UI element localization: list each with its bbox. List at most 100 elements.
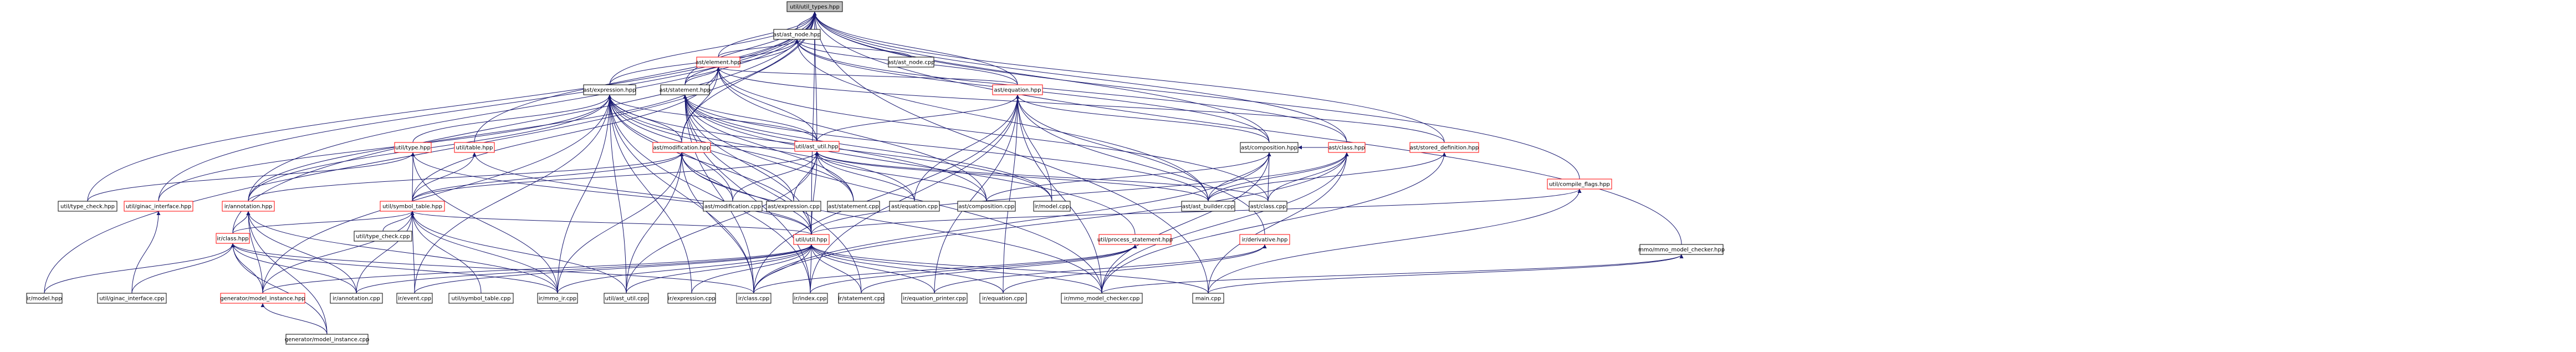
node-expression-cpp[interactable]: ast/expression.cpp [766, 201, 821, 212]
node-ast-node-cpp[interactable]: ast/ast_node.cpp [887, 57, 935, 68]
node-label: util/type_check.hpp [60, 204, 115, 210]
edge-statement_ir_cpp-to-process_statement_hpp [861, 244, 1137, 294]
node-label: util/util_types.hpp [790, 4, 840, 11]
node-annotation-cpp[interactable]: ir/annotation.cpp [330, 293, 383, 304]
edge-util_hpp-to-type_hpp [411, 152, 812, 235]
node-expression-ir-cpp[interactable]: ir/expression.cpp [667, 293, 716, 304]
node-class-hpp[interactable]: ast/class.hpp [1328, 142, 1366, 153]
node-ast-builder-cpp[interactable]: ast/ast_builder.cpp [1181, 201, 1235, 212]
edge-ast_node_cpp-to-ast_node_hpp [795, 39, 912, 58]
edge-statement_cpp-to-expression_hpp [607, 94, 854, 202]
node-label: util/process_statement.hpp [1097, 237, 1173, 243]
node-model-instance-cpp[interactable]: generator/model_instance.cpp [285, 334, 370, 345]
node-label: util/type_check.cpp [356, 234, 410, 240]
node-ast-class-cpp[interactable]: ast/class.cpp [1249, 201, 1287, 212]
node-equation-cpp[interactable]: ast/equation.cpp [889, 201, 940, 212]
node-equation-hpp[interactable]: ast/equation.hpp [992, 84, 1043, 95]
node-composition-cpp[interactable]: ast/composition.cpp [957, 201, 1016, 212]
node-statement-hpp[interactable]: ast/statement.hpp [660, 84, 711, 95]
node-equation-ir-cpp[interactable]: ir/equation.cpp [979, 293, 1027, 304]
edge-process_statement_hpp-to-statement_hpp [683, 94, 1136, 235]
edge-expression_ir_cpp-to-expression_hpp [607, 94, 692, 294]
node-box [838, 293, 885, 304]
node-type-hpp[interactable]: util/type.hpp [394, 142, 432, 153]
node-compile-flags-hpp[interactable]: util/compile_flags.hpp [1547, 178, 1612, 190]
node-mmo-ir-cpp[interactable]: ir/mmo_ir.cpp [537, 293, 578, 304]
node-symbol-table-cpp[interactable]: util/symbol_table.cpp [448, 293, 514, 304]
edge-main_cpp-to-root [812, 11, 1209, 294]
node-modification-cpp[interactable]: ast/modification.cpp [703, 201, 763, 212]
node-element-hpp[interactable]: ast/element.hpp [696, 57, 741, 68]
node-type-check-hpp[interactable]: util/type_check.hpp [58, 201, 117, 212]
edge-model_instance_hpp-to-expression_hpp [262, 94, 612, 294]
edge-mmo_model_checker_hpp-to-root [812, 11, 1682, 245]
node-label: ir/annotation.hpp [224, 204, 273, 210]
node-model-instance-hpp[interactable]: generator/model_instance.hpp [220, 293, 305, 304]
node-composition-hpp[interactable]: ast/composition.hpp [1240, 142, 1299, 153]
edge-class_ir_cpp-to-expression_hpp [607, 94, 754, 294]
node-modification-hpp[interactable]: ast/modification.hpp [652, 142, 711, 153]
node-table-hpp[interactable]: util/table.hpp [454, 142, 495, 153]
node-type-check-cpp[interactable]: util/type_check.cpp [354, 231, 412, 242]
node-box [330, 293, 383, 304]
node-ast-util-cpp[interactable]: util/ast_util.cpp [604, 293, 649, 304]
node-class-ir-hpp[interactable]: ir/class.hpp [216, 233, 250, 244]
node-mmo-model-checker-hpp[interactable]: mmo/mmo_model_checker.hpp [1638, 244, 1725, 255]
edge-event_cpp-to-expression_hpp [414, 94, 612, 294]
edge-class_ir_cpp-to-modification_hpp [679, 152, 754, 294]
node-symbol-table-hpp[interactable]: util/symbol_table.hpp [380, 201, 445, 212]
node-event-cpp[interactable]: ir/event.cpp [396, 293, 433, 304]
edge-statement_ir_cpp-to-statement_hpp [683, 94, 862, 294]
node-index-cpp[interactable]: ir/index.cpp [793, 293, 828, 304]
edge-model_instance_hpp-to-annotation_hpp [246, 211, 263, 294]
edge-mmo_model_checker_cpp-to-stored_definition_hpp [1101, 152, 1447, 294]
node-ginac-interface-hpp[interactable]: util/ginac_interface.hpp [124, 201, 193, 212]
node-main-cpp[interactable]: main.cpp [1192, 293, 1224, 304]
node-label: util/symbol_table.hpp [382, 204, 442, 210]
node-expression-hpp[interactable]: ast/expression.hpp [583, 84, 636, 95]
edge-mmo_model_checker_cpp-to-util_hpp [809, 244, 1102, 294]
node-box [696, 57, 740, 68]
node-model-hpp[interactable]: ir/model.hpp [26, 293, 63, 304]
node-util-hpp[interactable]: util/util.hpp [793, 234, 830, 245]
node-box [220, 293, 305, 304]
node-class-ir-cpp[interactable]: ir/class.cpp [736, 293, 771, 304]
node-box [667, 293, 716, 304]
node-label: ast/statement.cpp [828, 204, 878, 210]
node-label: ir/equation.cpp [982, 296, 1024, 302]
node-box [773, 29, 821, 40]
node-stored-definition-hpp[interactable]: ast/stored_definition.hpp [1409, 142, 1479, 153]
node-box [97, 293, 167, 304]
node-label: mmo/mmo_model_checker.hpp [1638, 247, 1725, 253]
edge-class_ir_cpp-to-equation_hpp [753, 94, 1020, 294]
node-label: util/table.hpp [456, 145, 493, 151]
node-box [992, 84, 1043, 95]
node-box [652, 142, 711, 153]
node-box [1239, 234, 1290, 245]
node-annotation-hpp[interactable]: ir/annotation.hpp [222, 201, 275, 212]
edge-stored_definition_hpp-to-element_hpp [716, 67, 1445, 143]
node-box [604, 293, 649, 304]
edge-ginac_interface_cpp-to-ginac_interface_hpp [131, 211, 161, 294]
node-derivative-hpp[interactable]: ir/derivative.hpp [1239, 234, 1290, 245]
node-statement-ir-cpp[interactable]: ir/statement.cpp [838, 293, 885, 304]
edge-util_hpp-to-compile_flags_hpp [811, 188, 1582, 235]
node-model-cpp[interactable]: ir/model.cpp [1033, 201, 1071, 212]
node-ginac-interface-cpp[interactable]: util/ginac_interface.cpp [97, 293, 167, 304]
node-label: util/ast_util.cpp [605, 296, 648, 302]
node-box [793, 293, 828, 304]
edge-class_ir_hpp-to-root [232, 11, 817, 234]
node-label: util/ast_util.hpp [795, 144, 838, 150]
node-statement-cpp[interactable]: ast/statement.cpp [827, 201, 880, 212]
node-equation-printer-cpp[interactable]: ir/equation_printer.cpp [901, 293, 968, 304]
node-label: ast/ast_node.hpp [773, 32, 821, 38]
edge-mmo_model_checker_cpp-to-modification_hpp [679, 152, 1102, 294]
node-mmo-model-checker-cpp[interactable]: ir/mmo_model_checker.cpp [1061, 293, 1143, 304]
node-label: ast/composition.cpp [959, 204, 1015, 210]
edge-ast_class_cpp-to-class_hpp [1267, 152, 1349, 202]
node-label: ir/class.hpp [217, 236, 248, 242]
node-ast-node-hpp[interactable]: ast/ast_node.hpp [773, 29, 821, 40]
node-ast-util-hpp[interactable]: util/ast_util.hpp [794, 141, 840, 152]
node-label: util/util.hpp [795, 237, 827, 243]
node-process-statement-hpp[interactable]: util/process_statement.hpp [1097, 234, 1173, 245]
